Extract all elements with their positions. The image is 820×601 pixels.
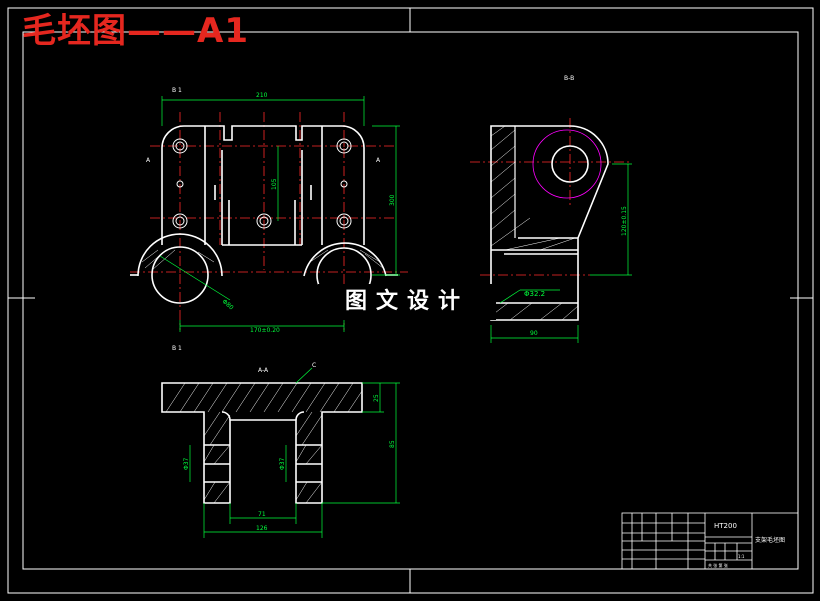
title-block-scale: 1:1 xyxy=(738,554,745,559)
label-leader-c: C xyxy=(312,362,316,369)
dim-bore-diameter: Φ80 xyxy=(221,298,235,311)
dim-side-hole: Φ32.2 xyxy=(524,290,545,298)
dim-front-inner-height: 105 xyxy=(271,178,278,190)
title-block xyxy=(621,512,799,570)
section-hatch xyxy=(165,382,363,504)
label-side-view: B-B xyxy=(564,75,574,82)
front-view xyxy=(130,96,408,332)
dim-side-height: 120±0.15 xyxy=(621,206,628,236)
hidden-circle xyxy=(532,129,602,199)
dim-center-distance: 170±0.20 xyxy=(250,327,280,334)
watermark-text: 图文设计 xyxy=(318,284,496,320)
dim-section-total-width: 126 xyxy=(256,525,268,532)
dim-section-top: 25 xyxy=(373,394,380,402)
label-front-top: B 1 xyxy=(172,87,182,94)
title-block-part-name: 支架毛坯图 xyxy=(755,536,785,544)
dim-section-height: 85 xyxy=(389,440,396,448)
label-section-aa: A-A xyxy=(258,367,269,374)
label-marker-left: A xyxy=(146,157,151,164)
title-block-material: HT200 xyxy=(714,522,737,530)
drawing-title: 毛坯图——A1 xyxy=(22,11,249,51)
dim-front-width: 210 xyxy=(256,92,268,99)
title-block-sheet: 共 张 第 张 xyxy=(708,562,728,568)
label-front-bottom: B 1 xyxy=(172,345,182,352)
dim-front-overall-height: 300 xyxy=(389,194,396,206)
side-view xyxy=(470,118,632,343)
dim-side-width: 90 xyxy=(530,330,538,337)
section-aa-view xyxy=(161,367,400,538)
dim-section-inner-width: 71 xyxy=(258,511,266,518)
dim-section-left-hole: Φ37 xyxy=(183,457,190,470)
dim-section-mid-hole: Φ37 xyxy=(279,457,286,470)
label-marker-right: A xyxy=(376,157,381,164)
